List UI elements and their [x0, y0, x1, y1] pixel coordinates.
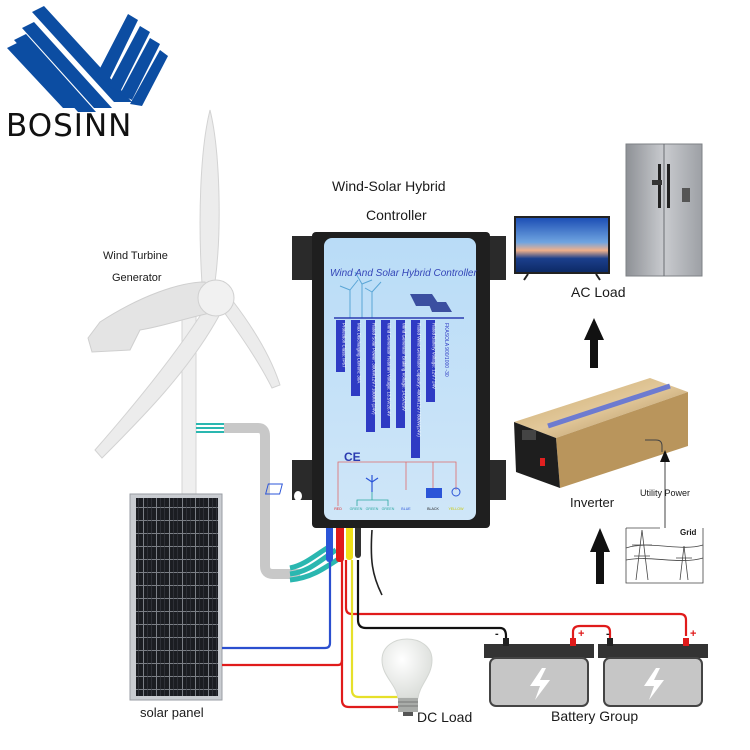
- spec-bars: Protection Class: IP67 Max Discharging Cu…: [336, 320, 449, 458]
- grid-tower-icon: [625, 527, 704, 584]
- dc-load-bulb: [381, 638, 433, 716]
- battery-1-minus: -: [495, 628, 499, 640]
- turbine-hub: [197, 279, 235, 317]
- spec-text: Rated Solar Power: 300W/12V / 1000W (24V…: [372, 323, 377, 415]
- spec-bar: [426, 320, 435, 402]
- spec-text: Protection Class: IP67: [342, 323, 347, 368]
- bulb-symbol-icon: [451, 487, 461, 497]
- spec-bar: [411, 320, 420, 458]
- dc-load-label: DC Load: [417, 709, 473, 725]
- solar-panel: [129, 493, 223, 701]
- wire-solar-negative: [222, 560, 332, 650]
- wire-dcload-positive: [340, 660, 404, 709]
- grid-label: Grid: [680, 528, 697, 537]
- turbine-blade-right: [223, 299, 281, 389]
- terminal-label: BLUE: [401, 507, 411, 511]
- terminal-label: GREEN: [350, 507, 363, 511]
- wind-turbine: [87, 109, 281, 511]
- spec-text: Wind Generator Braking Voltage: 14.5V/29…: [402, 323, 407, 411]
- ac-load-label: AC Load: [571, 284, 626, 300]
- spec-bar: [396, 320, 405, 428]
- battery-1: [484, 638, 594, 707]
- brand-logo: BOSINN: [0, 0, 180, 150]
- wire-battery-positive: [344, 560, 688, 636]
- solar-panel-label: solar panel: [140, 705, 204, 720]
- spec-bar: [336, 320, 345, 372]
- utility-arrow-icon: [660, 450, 670, 462]
- wind-turbine-label-line2: Generator: [112, 272, 162, 284]
- arrow-to-inverter-icon: [590, 528, 610, 584]
- wire-dcload-load: [350, 560, 398, 699]
- controller-title-line2: Controller: [366, 207, 427, 223]
- controller-terminal-diagram: [264, 461, 461, 506]
- wind-turbine-label-line1: Wind Turbine: [103, 250, 168, 262]
- turbine-blade-left: [94, 299, 221, 459]
- turbine-blade-top: [199, 109, 220, 285]
- arrow-to-ac-load-icon: [584, 318, 604, 368]
- controller-panel-heading: Wind And Solar Hybrid Controller: [330, 268, 477, 279]
- battery-symbol-icon: [426, 488, 442, 498]
- model-text: FKASOLA 900/1000 -30: [443, 323, 449, 377]
- terminal-label: BLACK: [427, 507, 439, 511]
- brand-logo-icon: [7, 6, 168, 112]
- inverter: [514, 378, 688, 488]
- solar-symbol-icon: [264, 483, 283, 495]
- spec-text: Rated Battery Voltage: 12V / 24V: [432, 323, 437, 389]
- controller-title-line1: Wind-Solar Hybrid: [332, 178, 446, 194]
- terminal-label: YELLOW: [449, 507, 465, 511]
- spec-text: Rated Wind Generator Capacity: 400W/12V …: [417, 323, 422, 437]
- battery-2-plus: +: [690, 628, 697, 640]
- wire-battery-negative: [356, 560, 508, 642]
- terminal-label: GREEN: [366, 507, 379, 511]
- terminal-label: RED: [334, 507, 342, 511]
- battery-group-label: Battery Group: [551, 708, 639, 724]
- hybrid-controller: [292, 232, 506, 528]
- wind-symbol-icon: [365, 475, 379, 492]
- ce-mark: CE: [344, 450, 361, 464]
- inverter-label: Inverter: [570, 495, 615, 510]
- spec-text: Wind Generator Restrain Voltage: 13.5V/2…: [387, 323, 392, 416]
- controller-cable-sleeves: [326, 524, 361, 562]
- battery-2-minus: -: [606, 628, 610, 640]
- battery-1-plus: +: [578, 628, 585, 640]
- fridge-ac-load: [625, 143, 703, 277]
- brand-name: BOSINN: [6, 108, 133, 144]
- tv-ac-load: [514, 216, 610, 281]
- spec-bar: [381, 320, 390, 428]
- spec-text: Max Discharging Current: 30A: [357, 323, 362, 383]
- terminal-label: GREEN: [382, 507, 395, 511]
- utility-power-label: Utility Power: [640, 488, 691, 498]
- wires: [222, 529, 688, 709]
- battery-2: [598, 638, 708, 707]
- spec-bar: [351, 320, 360, 396]
- utility-power-line: [645, 439, 663, 452]
- battery-group: [484, 638, 708, 707]
- spec-bar: [366, 320, 375, 432]
